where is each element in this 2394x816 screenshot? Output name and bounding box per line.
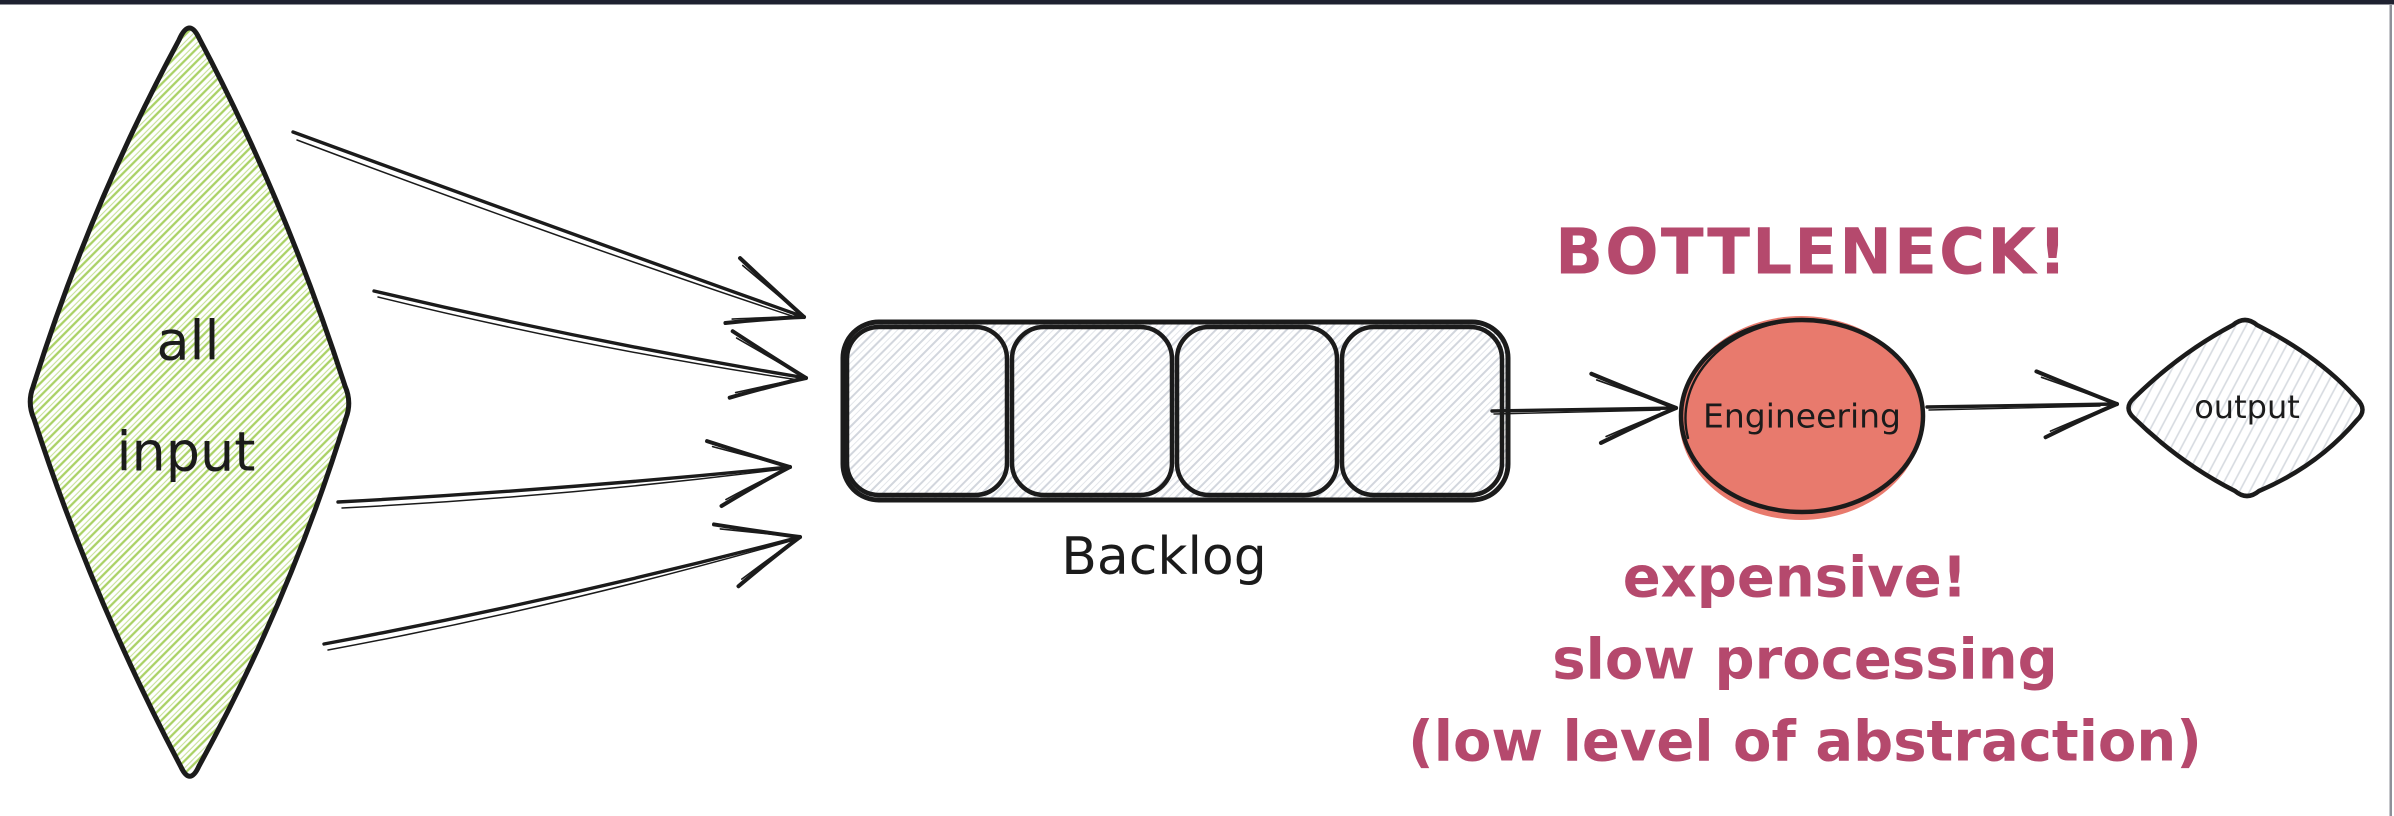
input-arrow-1 [291,130,818,350]
input-arrow-2 [372,289,814,412]
top-window-bar [0,0,2394,5]
right-window-edge [2389,4,2392,816]
engineering-label: Engineering [1703,397,1901,436]
expensive-annotation: expensive! [1623,546,1968,611]
all-input-diamond: all input [27,25,352,779]
backlog-label: Backlog [1061,527,1267,587]
backlog-item [844,324,1010,498]
abstraction-annotation: (low level of abstraction) [1408,710,2202,775]
engineering-annotations: expensive! slow processing (low level of… [1408,546,2202,775]
output-node: output [2126,317,2365,499]
engineering-ellipse [1678,317,1926,515]
slow-processing-annotation: slow processing [1552,628,2057,693]
output-label: output [2194,388,2300,426]
input-arrows [291,130,818,651]
backlog-to-engineering-arrow [1490,372,1677,443]
input-arrow-3 [336,431,796,509]
input-label-line1: all [156,310,219,373]
engineering-to-output-arrow [1925,368,2120,440]
output-diamond [2126,317,2365,499]
bottleneck-label: BOTTLENECK! [1555,216,2069,289]
backlog-item [1174,324,1340,498]
engineering-node: Engineering [1678,316,1926,520]
backlog-queue: Backlog [840,319,1511,587]
input-label-line2: input [117,421,256,484]
backlog-item [1009,324,1175,498]
input-arrow-4 [322,502,811,651]
backlog-item [1339,324,1505,498]
